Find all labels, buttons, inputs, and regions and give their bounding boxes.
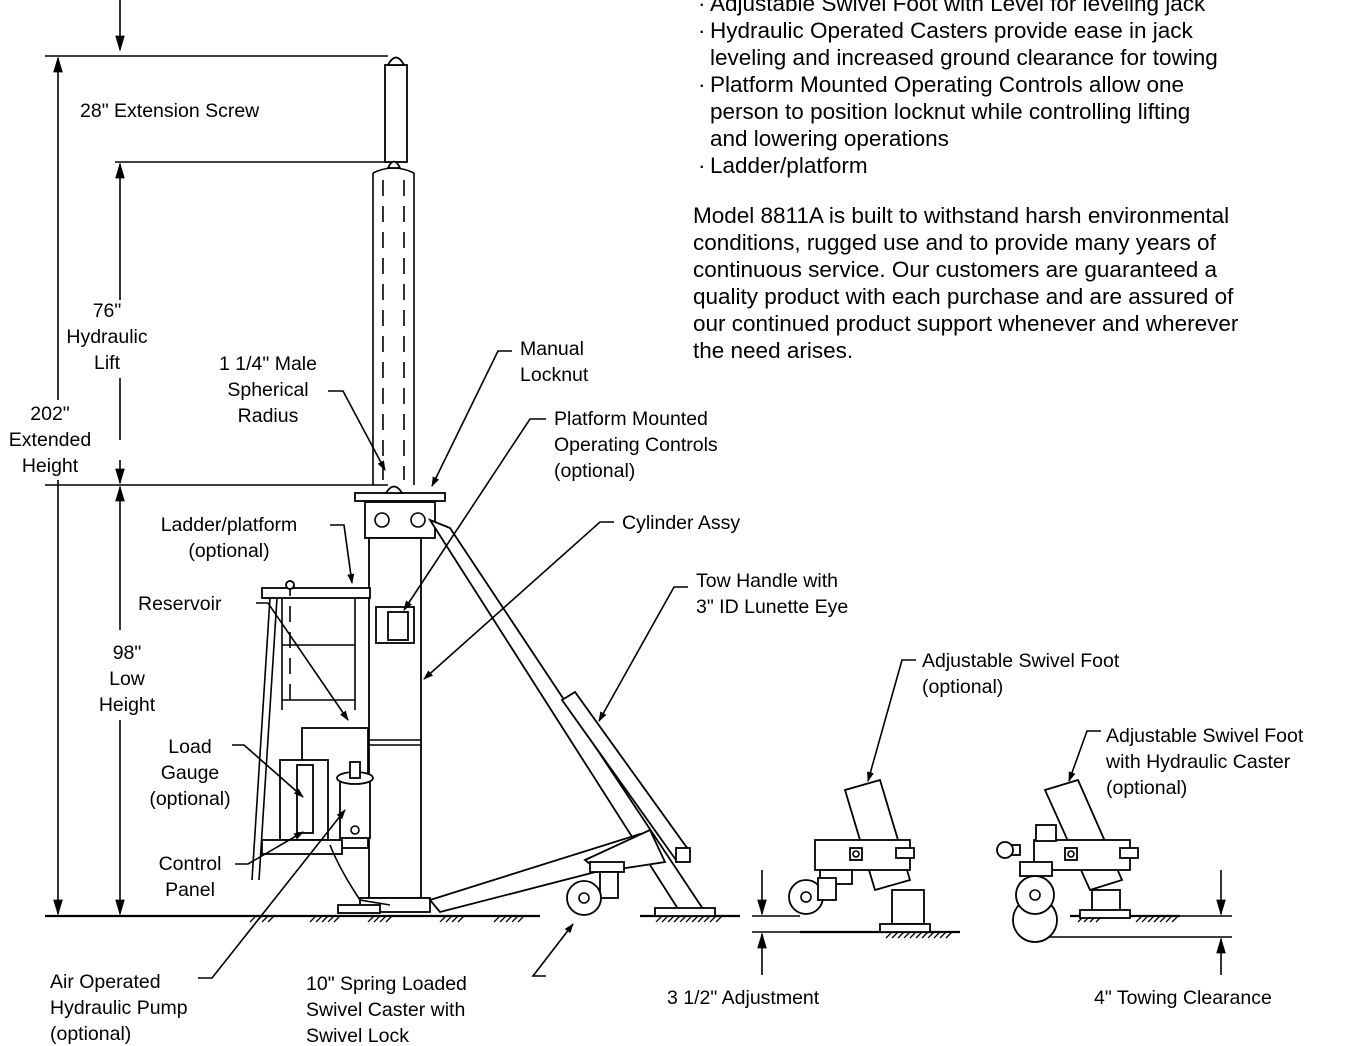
air-pump-label-2: Hydraulic Pump (50, 997, 188, 1019)
swivel-caster-label-3: Swivel Lock (306, 1025, 409, 1046)
callout-leaders (198, 350, 1101, 979)
extended-height-label-1: 202" (30, 403, 70, 425)
extension-screw-label: 28" Extension Screw (80, 100, 260, 122)
ground-lines (45, 914, 1180, 939)
platform-controls-label-3: (optional) (554, 460, 635, 482)
load-gauge-assembly (261, 759, 343, 855)
bullet-3-line-1: Platform Mounted Operating Controls allo… (710, 72, 1184, 97)
air-pump-label-1: Air Operated (50, 971, 161, 993)
control-panel-label-1: Control (159, 853, 222, 875)
bullet-1-line-1: Adjustable Swivel Foot with Level for le… (710, 0, 1206, 16)
bullet-marker: · (698, 153, 706, 178)
bullet-list: · Adjustable Swivel Foot with Level for … (698, 0, 1218, 178)
air-pump-assembly (329, 761, 391, 906)
extended-height-label-2: Extended (9, 429, 91, 451)
cylinder-assy-label: Cylinder Assy (622, 512, 740, 534)
base-beam (428, 828, 667, 914)
hydraulic-lift-label-1: 76" (93, 300, 122, 322)
spherical-radius-label-2: Spherical (227, 379, 308, 401)
description-paragraph: Model 8811A is built to withstand harsh … (693, 203, 1239, 363)
bullet-3-line-2: person to position locknut while control… (710, 99, 1190, 124)
swivel-foot-caster-label-2: with Hydraulic Caster (1105, 751, 1291, 773)
hydraulic-ram (372, 160, 415, 485)
paragraph-line-5: our continued product support whenever a… (693, 311, 1239, 336)
extension-screw (384, 56, 408, 163)
swivel-foot-with-caster (996, 778, 1139, 943)
spherical-radius-label-3: Radius (238, 405, 299, 427)
hydraulic-lift-label-2: Hydraulic (66, 326, 148, 348)
bullet-2-line-1: Hydraulic Operated Casters provide ease … (710, 18, 1193, 43)
paragraph-line-4: quality product with each purchase and a… (693, 284, 1234, 309)
low-height-label-3: Height (99, 694, 156, 716)
towing-clearance-label: 4" Towing Clearance (1094, 987, 1272, 1009)
ladder-platform-label-2: (optional) (188, 540, 269, 562)
ladder-platform (251, 580, 371, 881)
bullet-3-line-3: and lowering operations (710, 126, 949, 151)
control-panel-label-2: Panel (165, 879, 215, 901)
swivel-foot-caster-label-1: Adjustable Swivel Foot (1106, 725, 1304, 747)
diagonal-leg (427, 518, 716, 917)
callout-labels: 1 1/4" Male Spherical Radius Manual Lock… (50, 338, 1304, 1046)
bullet-2-line-2: leveling and increased ground clearance … (710, 45, 1218, 70)
air-pump-label-3: (optional) (50, 1023, 131, 1045)
paragraph-line-1: Model 8811A is built to withstand harsh … (693, 203, 1229, 228)
bullet-marker: · (698, 0, 706, 16)
load-gauge-label-3: (optional) (149, 788, 230, 810)
load-gauge-label-2: Gauge (161, 762, 220, 784)
dimension-labels: 28" Extension Screw 76" Hydraulic Lift 2… (9, 100, 1272, 1009)
ladder-platform-label-1: Ladder/platform (161, 514, 298, 536)
swivel-caster-label-1: 10" Spring Loaded (306, 973, 467, 995)
bullet-marker: · (698, 18, 706, 43)
low-height-label-1: 98" (113, 642, 142, 664)
tow-handle-label-1: Tow Handle with (696, 570, 838, 592)
manual-locknut-label-2: Locknut (520, 364, 589, 386)
paragraph-line-6: the need arises. (693, 338, 853, 363)
extended-height-label-3: Height (22, 455, 79, 477)
feature-text-block: · Adjustable Swivel Foot with Level for … (693, 0, 1239, 363)
low-height-label-2: Low (109, 668, 146, 690)
paragraph-line-3: continuous service. Our customers are gu… (693, 257, 1218, 282)
load-gauge-label-1: Load (168, 736, 211, 758)
locknut-cap (354, 485, 446, 539)
adjustment-label: 3 1/2" Adjustment (667, 987, 820, 1009)
tow-handle-label-2: 3" ID Lunette Eye (696, 596, 848, 618)
cylinder-body (359, 537, 431, 913)
hydraulic-lift-label-3: Lift (94, 352, 121, 374)
platform-controls-label-2: Operating Controls (554, 434, 718, 456)
swivel-foot-caster-label-3: (optional) (1106, 777, 1187, 799)
reservoir-label: Reservoir (138, 593, 222, 615)
swivel-caster-label-2: Swivel Caster with (306, 999, 465, 1021)
swivel-foot-label-2: (optional) (922, 676, 1003, 698)
bullet-marker: · (698, 72, 706, 97)
tow-handle (560, 690, 692, 863)
adjustable-swivel-foot (788, 778, 931, 933)
main-swivel-caster (566, 861, 625, 916)
platform-controls-label-1: Platform Mounted (554, 408, 708, 430)
paragraph-line-2: conditions, rugged use and to provide ma… (693, 230, 1217, 255)
spherical-radius-label-1: 1 1/4" Male (219, 353, 317, 375)
platform-controls-box (375, 606, 415, 644)
bullet-4-line-1: Ladder/platform (710, 153, 868, 178)
swivel-foot-label-1: Adjustable Swivel Foot (922, 650, 1120, 672)
manual-locknut-label-1: Manual (520, 338, 584, 360)
main-jack (251, 56, 716, 917)
